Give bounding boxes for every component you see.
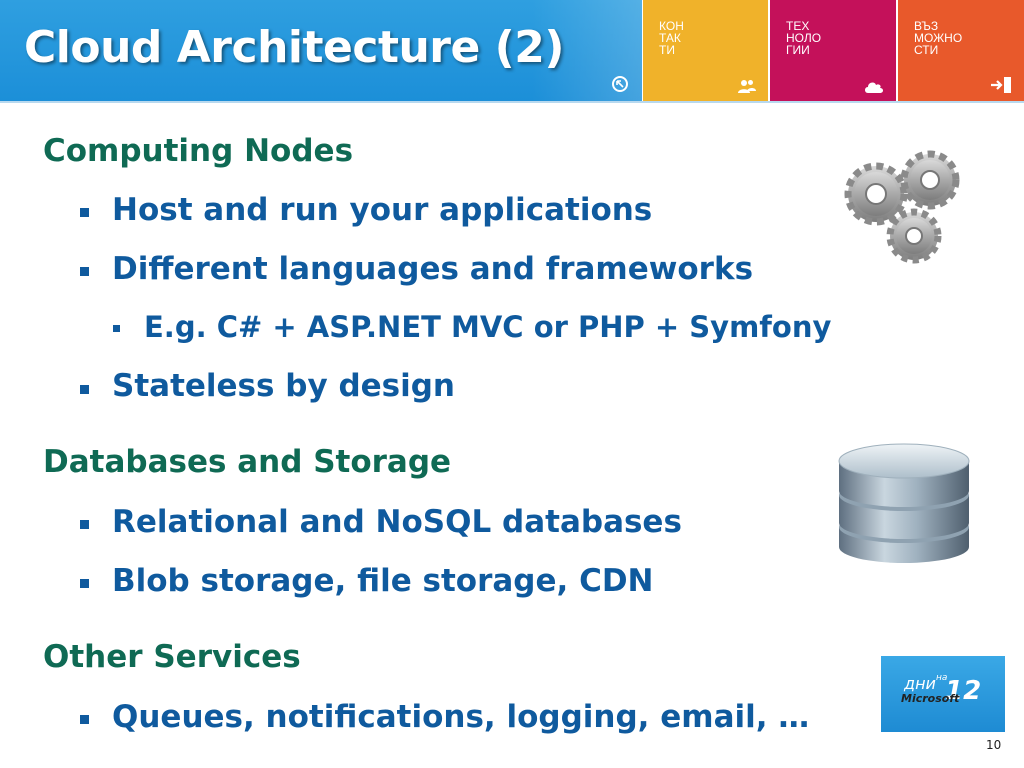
header-divider bbox=[0, 101, 1024, 103]
bullet-item: Queues, notifications, logging, email, … bbox=[112, 699, 810, 735]
event-badge-logo: дни на 12 Microsoft bbox=[881, 656, 1005, 732]
badge-brand: Microsoft bbox=[901, 692, 960, 705]
bullet-item: Host and run your applications bbox=[112, 192, 653, 228]
slide-title: Cloud Architecture (2) bbox=[24, 22, 565, 73]
bullet-marker bbox=[80, 267, 89, 276]
database-icon bbox=[838, 443, 970, 563]
page-number: 10 bbox=[986, 738, 1002, 752]
bullet-item: Different languages and frameworks bbox=[112, 251, 754, 287]
bullet-item: Stateless by design bbox=[112, 368, 455, 404]
tile-opportunities-label: ВЪЗ МОЖНО СТИ bbox=[914, 19, 963, 57]
badge-number: 12 bbox=[945, 676, 982, 706]
section-heading: Other Services bbox=[43, 639, 301, 675]
bullet-marker bbox=[80, 579, 89, 588]
sub-bullet-item: E.g. C# + ASP.NET MVC or PHP + Symfony bbox=[144, 310, 832, 344]
slide-header: Cloud Architecture (2) КОН ТАК ТИ ТЕХ НО… bbox=[0, 0, 1024, 101]
badge-na-text: на bbox=[936, 673, 948, 683]
section-heading: Computing Nodes bbox=[43, 133, 354, 169]
bullet-marker bbox=[80, 520, 89, 529]
bullet-item: Blob storage, file storage, CDN bbox=[112, 563, 654, 599]
sub-bullet-marker bbox=[113, 325, 120, 332]
gears-icon bbox=[844, 150, 960, 264]
back-arrow-icon[interactable] bbox=[612, 76, 628, 92]
bullet-marker bbox=[80, 715, 89, 724]
section-heading: Databases and Storage bbox=[43, 444, 452, 480]
tile-technologies[interactable]: ТЕХ НОЛО ГИИ bbox=[770, 0, 896, 101]
badge-days-text: дни bbox=[904, 674, 936, 693]
tile-contacts-label: КОН ТАК ТИ bbox=[659, 19, 684, 57]
bullet-item: Relational and NoSQL databases bbox=[112, 504, 682, 540]
tile-technologies-label: ТЕХ НОЛО ГИИ bbox=[786, 19, 822, 57]
tile-contacts[interactable]: КОН ТАК ТИ bbox=[643, 0, 768, 101]
exit-icon bbox=[991, 77, 1011, 93]
slide-content: Computing Nodes Host and run your applic… bbox=[0, 103, 1024, 768]
tile-opportunities[interactable]: ВЪЗ МОЖНО СТИ bbox=[898, 0, 1024, 101]
cloud-icon bbox=[865, 82, 883, 93]
bullet-marker bbox=[80, 385, 89, 394]
people-icon bbox=[738, 80, 756, 93]
bullet-marker bbox=[80, 208, 89, 217]
title-bar: Cloud Architecture (2) bbox=[0, 0, 642, 101]
